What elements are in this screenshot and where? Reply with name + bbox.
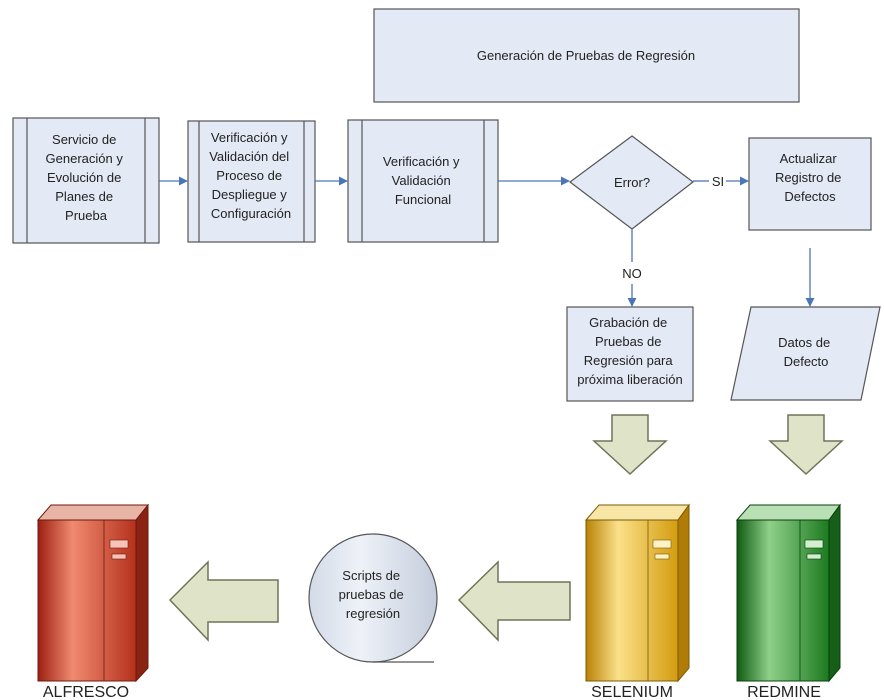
process-2-line-1: Verificación y (211, 130, 288, 145)
update-defects-label: Actualizar Registro de Defectos (775, 151, 845, 204)
update-defects-line-1: Actualizar (780, 151, 838, 166)
server-selenium-label: SELENIUM (591, 684, 673, 700)
defect-data-parallelogram: Datos de Defecto (730, 306, 881, 401)
process-box-2: Verificación y Validación del Proceso de… (187, 120, 316, 243)
header-title: Generación de Pruebas de Regresión (477, 48, 695, 63)
recording-line-4: próxima liberación (577, 372, 683, 387)
recording-line-2: Pruebas de (595, 334, 662, 349)
server-alfresco-icon (36, 503, 150, 683)
connectors (159, 176, 815, 307)
defect-data-line-1: Datos de (778, 335, 830, 350)
block-arrow-left-2 (457, 560, 571, 642)
process-2-line-2: Validación del (209, 149, 289, 164)
recording-box: Grabación de Pruebas de Regresión para p… (566, 306, 694, 402)
server-redmine-icon (735, 503, 841, 683)
process-3-line-3: Funcional (395, 192, 451, 207)
process-1-line-4: Planes de (55, 189, 113, 204)
process-box-3: Verificación y Validación Funcional (347, 119, 499, 243)
block-arrow-down-1 (592, 414, 668, 476)
process-1-line-3: Evolución de (47, 170, 121, 185)
defect-data-label: Datos de Defecto (778, 335, 834, 369)
process-1-label: Servicio de Generación y Evolución de Pl… (46, 132, 127, 223)
yes-label: SI (712, 174, 724, 189)
no-label: NO (622, 266, 642, 281)
decision-label: Error? (614, 175, 650, 190)
process-2-line-4: Despliegue y (212, 187, 288, 202)
process-2-label: Verificación y Validación del Proceso de… (209, 130, 293, 221)
process-box-1: Servicio de Generación y Evolución de Pl… (12, 117, 160, 244)
recording-line-1: Grabación de (589, 315, 667, 330)
process-3-label: Verificación y Validación Funcional (383, 154, 463, 207)
process-2-line-3: Proceso de (216, 168, 282, 183)
defect-data-line-2: Defecto (784, 354, 829, 369)
scripts-label: Scripts de pruebas de regresión (339, 568, 408, 621)
block-arrow-left-1 (168, 560, 279, 642)
process-3-line-1: Verificación y (383, 154, 460, 169)
process-1-line-1: Servicio de (52, 132, 116, 147)
server-redmine-label: REDMINE (747, 684, 821, 700)
update-defects-line-3: Defectos (784, 189, 836, 204)
update-defects-line-2: Registro de (775, 170, 841, 185)
scripts-line-1: Scripts de (342, 568, 400, 583)
scripts-line-3: regresión (346, 606, 400, 621)
recording-line-3: Regresión para (584, 353, 674, 368)
header-box: Generación de Pruebas de Regresión (373, 8, 800, 103)
recording-label: Grabación de Pruebas de Regresión para p… (577, 315, 683, 387)
block-arrow-down-2 (768, 414, 844, 476)
server-selenium-icon (584, 503, 690, 683)
process-1-line-5: Prueba (65, 208, 108, 223)
update-defects-box: Actualizar Registro de Defectos (748, 137, 872, 231)
decision-diamond: Error? (568, 135, 694, 230)
scripts-tape-circle: Scripts de pruebas de regresión (308, 533, 438, 663)
process-3-line-2: Validación (392, 173, 451, 188)
scripts-line-2: pruebas de (339, 587, 404, 602)
process-2-line-5: Configuración (211, 206, 291, 221)
process-1-line-2: Generación y (46, 151, 124, 166)
server-alfresco-label: ALFRESCO (43, 684, 129, 700)
